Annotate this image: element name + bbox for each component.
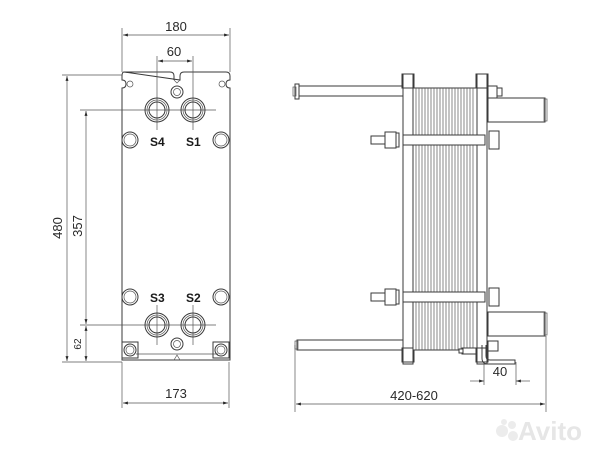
bottom-guide-bar [296,339,404,351]
top-guide-bar [297,85,405,97]
nozzle-lower [487,311,546,337]
avito-watermark-text: Avito [518,416,582,446]
dim-foot-offset: 40 [493,364,507,379]
vent-top-outer [170,85,184,99]
dim-base-width: 173 [165,386,187,401]
dim-port-spacing-h: 60 [167,44,181,59]
vent-bottom-outer [170,337,184,351]
nozzle-upper [487,97,546,123]
dim-overall-length: 420-620 [390,388,438,403]
port-label-s1: S1 [186,135,201,149]
foot-bracket [458,340,516,365]
dim-overall-width: 180 [165,19,187,34]
port-label-s2: S2 [186,291,201,305]
port-s4 [144,97,170,123]
side-view: 40 420-620 [292,73,548,412]
dim-port-spacing-v: 357 [70,215,85,237]
port-label-s3: S3 [150,291,165,305]
top-notch [173,79,181,84]
top-guide-bar-end [294,83,300,100]
port-s3 [144,312,170,338]
slot-top-left [126,80,134,88]
bolt-hole-lower-left [121,288,139,306]
plate-pack [412,87,478,351]
slot-top-right [218,80,226,88]
tie-bolt-upper [370,130,500,150]
port-label-s4: S4 [150,135,165,149]
frame-plate-left [402,73,414,365]
plate-outline [121,71,231,361]
port-s1 [180,97,206,123]
avito-logo-icon [496,425,508,437]
port-s2 [180,312,206,338]
pressure-plate-right [476,73,488,365]
bolt-hole-lower-right [212,288,230,306]
tie-bolt-lower [370,287,500,307]
front-view: S4 S1 S3 S2 180 60 480 357 62 173 [50,19,231,408]
avito-watermark: Avito [496,416,582,446]
vent-bottom-inner [173,340,181,348]
dim-bottom-offset: 62 [73,338,84,350]
dim-overall-height: 480 [50,217,65,239]
bottom-notch [173,354,181,361]
bolt-hole-upper-left [121,131,139,149]
foot-bolt-left [121,341,139,359]
foot-bolt-right [212,341,230,359]
bolt-hole-upper-right [212,131,230,149]
vent-top-inner [173,88,181,96]
